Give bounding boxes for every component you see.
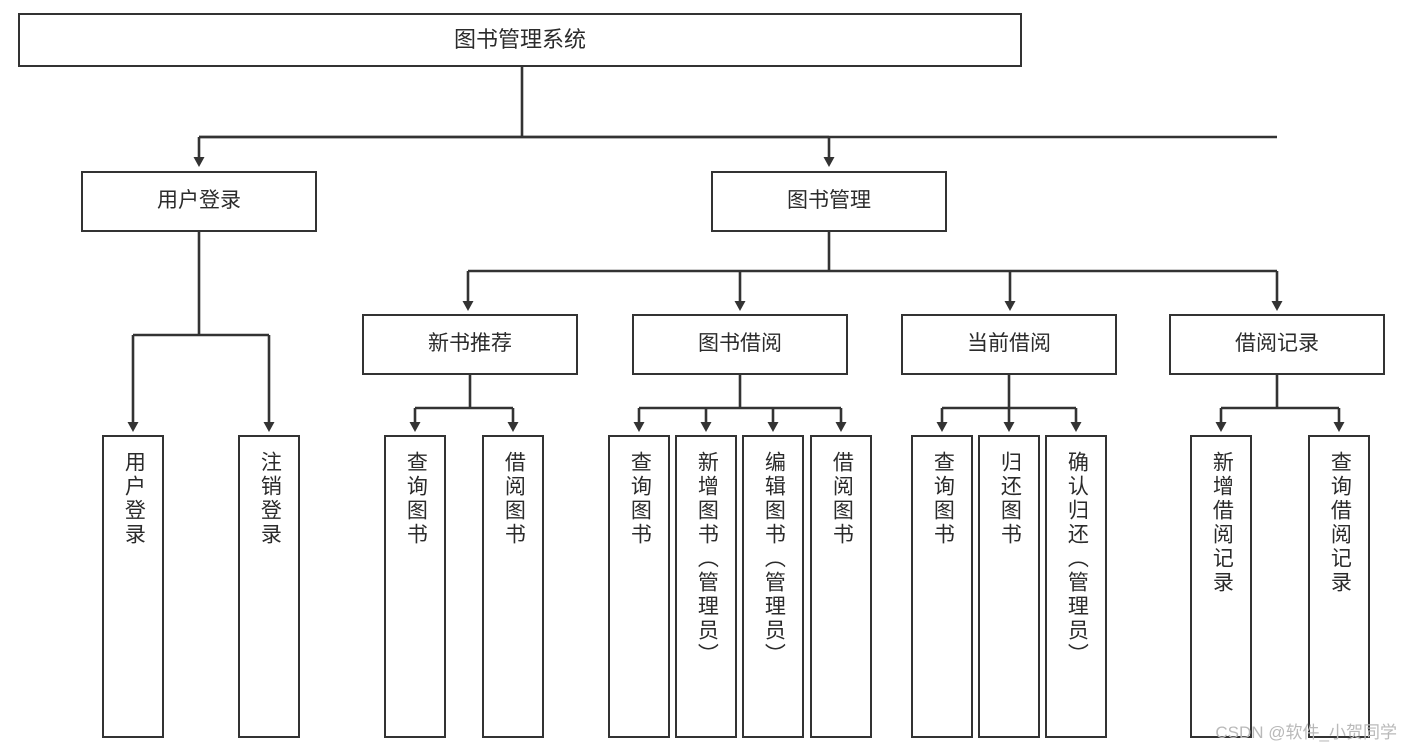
- node-label: 查询图书: [628, 451, 652, 547]
- node-user-login[interactable]: 用户登录: [81, 171, 317, 232]
- leaf-borrow-record-query[interactable]: 查询借阅记录: [1308, 435, 1370, 738]
- leaf-current-borrow-query[interactable]: 查询图书: [911, 435, 973, 738]
- node-book-management[interactable]: 图书管理: [711, 171, 947, 232]
- node-label: 确认归还（管理员）: [1065, 451, 1089, 667]
- node-label: 编辑图书（管理员）: [762, 451, 786, 667]
- node-label: 图书借阅: [698, 332, 782, 356]
- leaf-book-borrow-query[interactable]: 查询图书: [608, 435, 670, 738]
- leaf-current-borrow-return[interactable]: 归还图书: [978, 435, 1040, 738]
- leaf-book-borrow-edit[interactable]: 编辑图书（管理员）: [742, 435, 804, 738]
- node-new-book-recommend[interactable]: 新书推荐: [362, 314, 578, 375]
- node-current-borrow[interactable]: 当前借阅: [901, 314, 1117, 375]
- node-label: 借阅图书: [502, 451, 526, 547]
- node-label: 新增图书（管理员）: [695, 451, 719, 667]
- leaf-new-book-query[interactable]: 查询图书: [384, 435, 446, 738]
- node-borrow-record[interactable]: 借阅记录: [1169, 314, 1385, 375]
- node-label: 当前借阅: [967, 332, 1051, 356]
- node-label: 查询图书: [931, 451, 955, 547]
- leaf-book-borrow-add[interactable]: 新增图书（管理员）: [675, 435, 737, 738]
- leaf-user-login-login[interactable]: 用户登录: [102, 435, 164, 738]
- node-label: 查询借阅记录: [1328, 451, 1352, 595]
- leaf-current-borrow-confirm-return[interactable]: 确认归还（管理员）: [1045, 435, 1107, 738]
- node-label: 借阅记录: [1235, 332, 1319, 356]
- leaf-new-book-borrow[interactable]: 借阅图书: [482, 435, 544, 738]
- leaf-user-login-logout[interactable]: 注销登录: [238, 435, 300, 738]
- node-label: 用户登录: [157, 189, 241, 213]
- leaf-book-borrow-borrow[interactable]: 借阅图书: [810, 435, 872, 738]
- node-label: 查询图书: [404, 451, 428, 547]
- node-label: 图书管理系统: [453, 27, 586, 53]
- leaf-borrow-record-add[interactable]: 新增借阅记录: [1190, 435, 1252, 738]
- node-label: 用户登录: [122, 451, 146, 547]
- node-root-system[interactable]: 图书管理系统: [18, 13, 1022, 67]
- node-label: 新增借阅记录: [1210, 451, 1234, 595]
- node-label: 注销登录: [258, 451, 282, 547]
- node-book-borrow[interactable]: 图书借阅: [632, 314, 848, 375]
- node-label: 归还图书: [998, 451, 1022, 547]
- node-label: 借阅图书: [830, 451, 854, 547]
- node-label: 新书推荐: [428, 332, 512, 356]
- node-label: 图书管理: [787, 189, 871, 213]
